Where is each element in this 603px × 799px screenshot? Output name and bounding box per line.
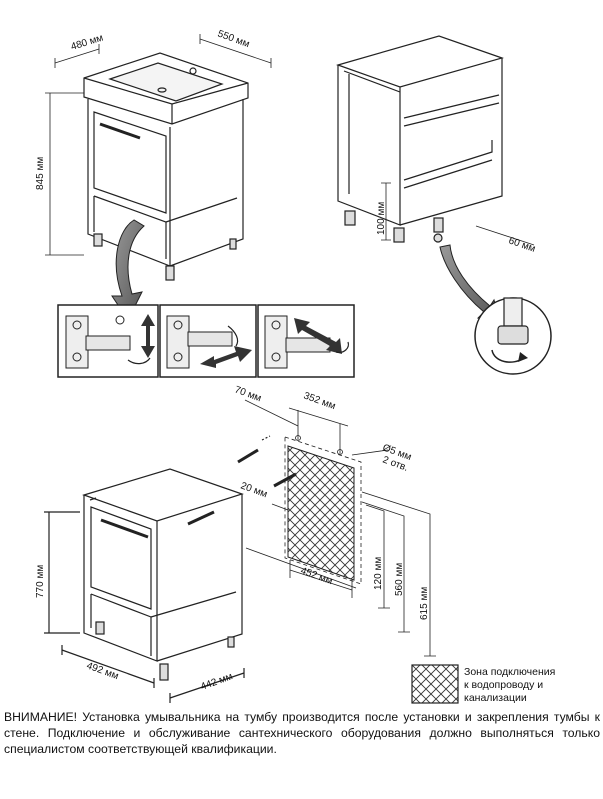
legend-text: Зона подключения к водопроводу и канализ… <box>464 666 600 705</box>
wall-mounting-drawing <box>244 399 436 657</box>
legend-line-2: к водопроводу и <box>464 679 544 691</box>
dim-screw-depth: 20 мм <box>239 480 269 500</box>
dim-cabinet-height: 770 мм <box>35 565 46 598</box>
legend-line-3: канализации <box>464 692 527 704</box>
legend-hatch-swatch <box>411 664 459 704</box>
dim-cabinet-depth: 492 мм <box>85 660 120 682</box>
connection-zone-hatch <box>287 445 355 581</box>
diagonal-arrow-icon <box>294 318 342 354</box>
cabinet-frame-drawing <box>336 35 535 246</box>
dim-zone-bottom: 120 мм <box>373 557 384 590</box>
hinge-panel-depth <box>257 304 355 378</box>
dim-leg-height: 100 мм <box>376 202 387 235</box>
legend-line-1: Зона подключения <box>464 666 556 678</box>
dim-zone-total: 615 мм <box>419 587 430 620</box>
dim-leg-offset: 60 мм <box>507 235 537 254</box>
leg-adjust-detail <box>474 297 552 375</box>
vanity-with-basin-drawing <box>45 34 272 281</box>
dim-top-depth: 480 мм <box>70 33 105 53</box>
dim-height-total: 845 мм <box>35 157 46 190</box>
dim-hole-spacing: 352 мм <box>302 390 337 412</box>
warning-notice: ВНИМАНИЕ! Установка умывальника на тумбу… <box>4 710 600 756</box>
vertical-arrow-icon <box>141 314 155 358</box>
dim-top-width: 550 мм <box>216 28 251 50</box>
horizontal-arrow-icon <box>200 346 252 368</box>
hinge-panel-horizontal <box>159 304 257 378</box>
dim-zone-top: 560 мм <box>394 563 405 596</box>
dim-cabinet-width: 442 мм <box>199 671 234 693</box>
cabinet-drawing <box>44 468 245 703</box>
hinge-panel-vertical <box>57 304 159 378</box>
